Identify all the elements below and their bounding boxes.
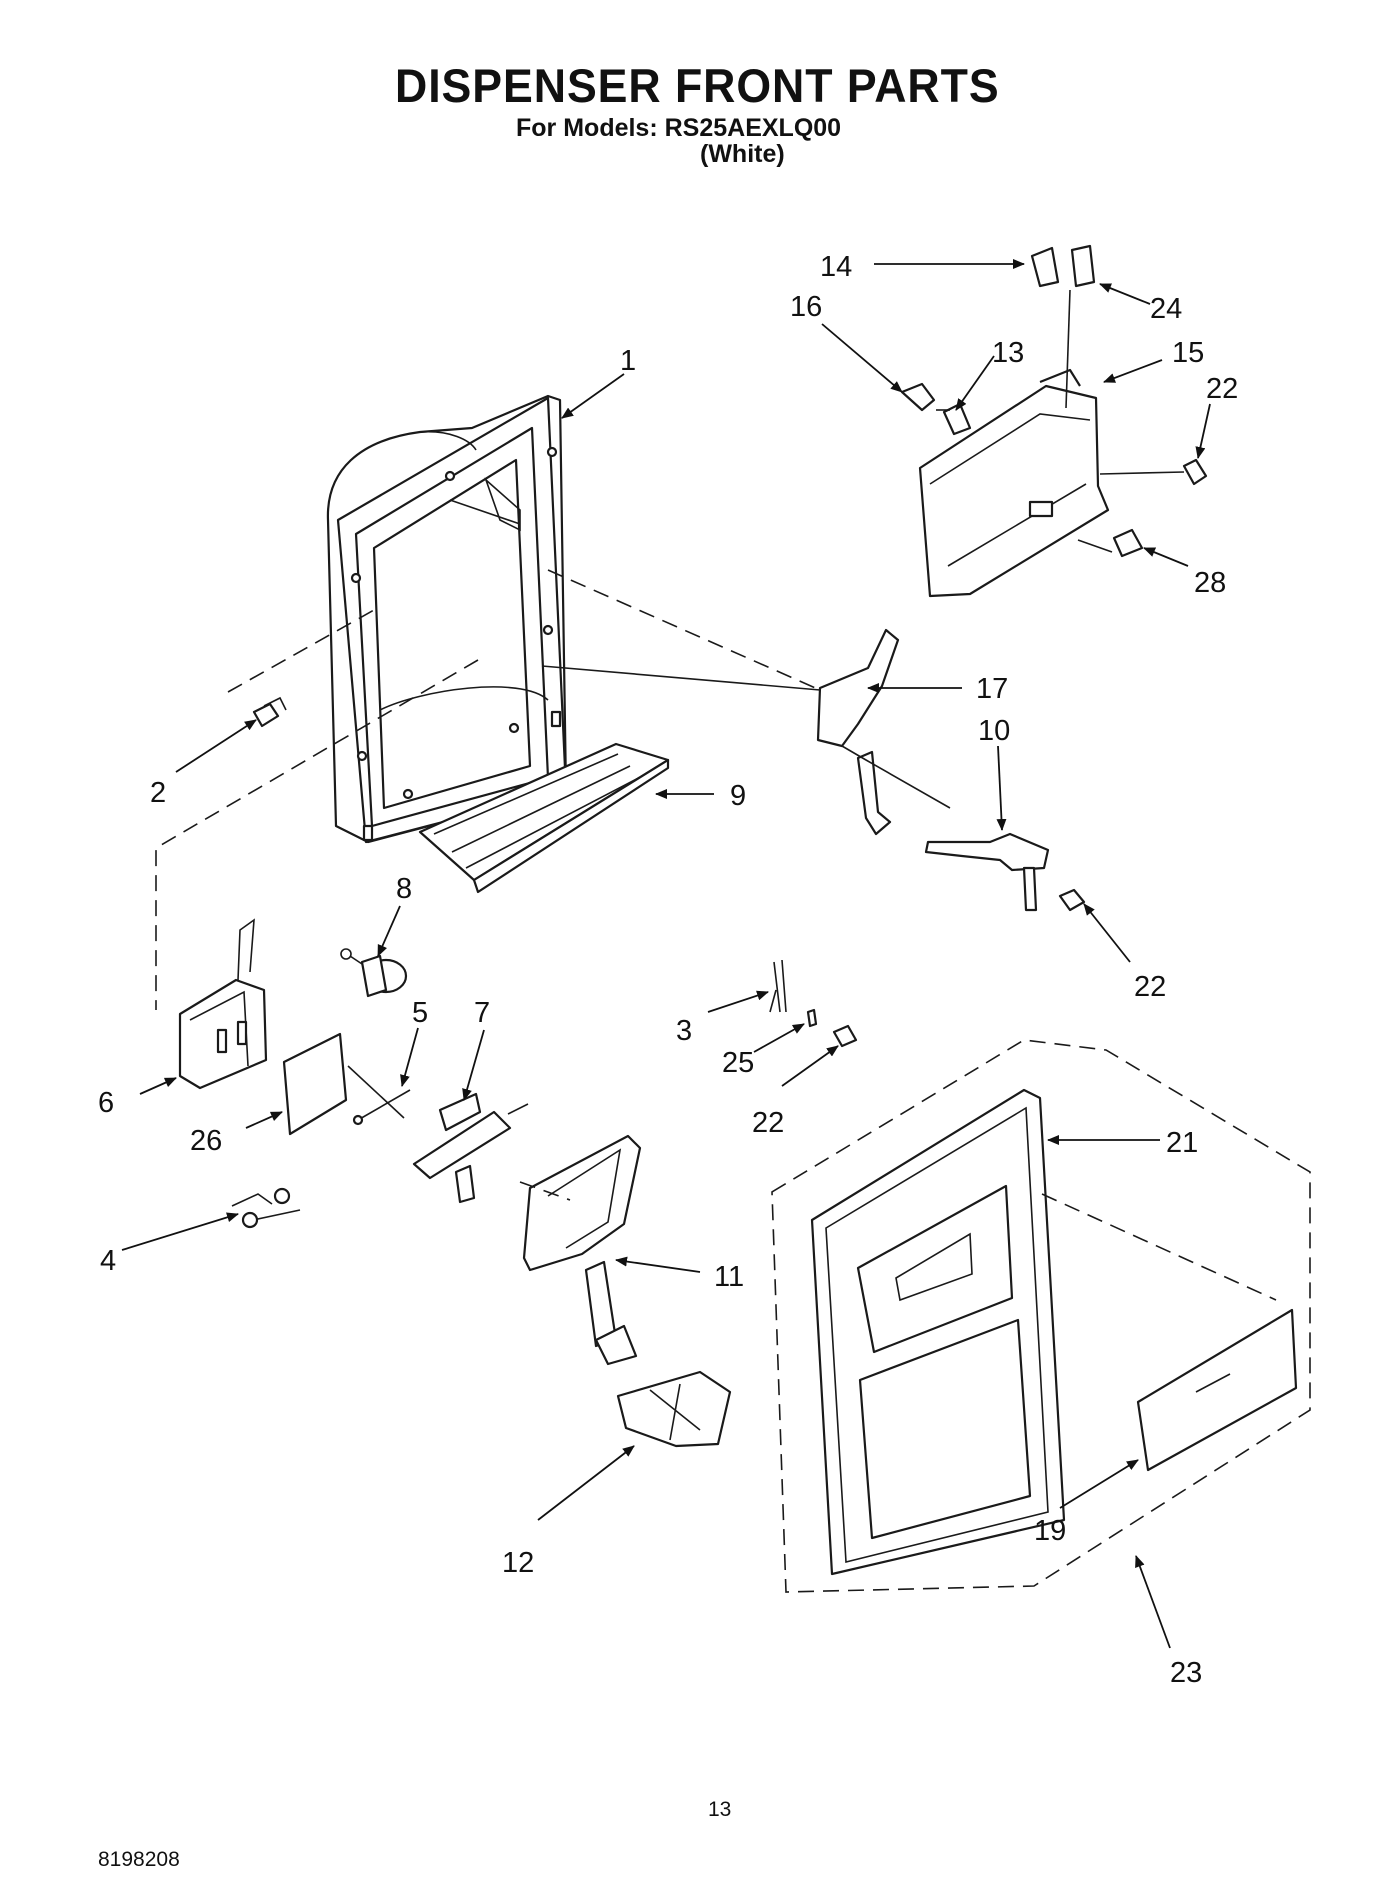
part-15-light-housing (918, 368, 1110, 598)
callout-10: 10 (978, 715, 1010, 747)
callout-3: 3 (676, 1015, 692, 1047)
callout-15: 15 (1172, 337, 1204, 369)
part-1-housing (326, 394, 568, 844)
diagram-title: DISPENSER FRONT PARTS (395, 59, 1000, 112)
part-24-plate (1070, 244, 1096, 288)
callout-19: 19 (1034, 1515, 1066, 1547)
part-22-screw-mid (832, 1024, 858, 1048)
document-number: 8198208 (98, 1848, 180, 1871)
part-13-socket (942, 402, 972, 436)
callout-4: 4 (100, 1245, 116, 1277)
callout-6: 6 (98, 1087, 114, 1119)
callout-11: 11 (714, 1261, 744, 1293)
part-8-solenoid (340, 948, 408, 998)
callout-labels: 1 2 3 4 5 6 7 8 9 10 11 12 13 14 15 16 1… (98, 251, 1238, 1689)
part-14-switch (1030, 246, 1060, 288)
part-16-bulb (900, 382, 936, 412)
part-5-pin (352, 1089, 411, 1126)
part-25-shim (806, 1008, 818, 1028)
part-11-ice-lever (522, 1134, 642, 1366)
callout-9: 9 (730, 780, 746, 812)
callout-28: 28 (1194, 567, 1226, 599)
part-19-control-overlay (1136, 1308, 1298, 1472)
callout-16: 16 (790, 291, 822, 323)
part-22-screw-top (1182, 458, 1208, 486)
callout-13: 13 (992, 337, 1024, 369)
part-10-actuator (924, 832, 1050, 912)
part-2-screw (252, 696, 287, 728)
color-note: (White) (700, 140, 785, 168)
part-23-assembly-outline (771, 1039, 1311, 1593)
part-21-front-panel (810, 1088, 1066, 1576)
callout-26: 26 (190, 1125, 222, 1157)
page-number: 13 (708, 1798, 732, 1821)
callout-22-top: 22 (1206, 373, 1238, 405)
leader-arrows (121, 259, 1211, 1649)
callout-17: 17 (976, 673, 1008, 705)
part-7-actuator (412, 1092, 529, 1204)
callout-14: 14 (820, 251, 852, 283)
part-17-water-lever (816, 628, 951, 836)
callout-23: 23 (1170, 1657, 1202, 1689)
assembly-lines (155, 289, 1277, 1301)
callout-8: 8 (396, 873, 412, 905)
part-28-clip (1112, 528, 1144, 558)
part-9-drip-tray (418, 742, 670, 894)
callout-5: 5 (412, 997, 428, 1029)
part-4-springs (231, 1187, 301, 1229)
models-label: For Models: RS25AEXLQ00 (516, 114, 842, 142)
callout-24: 24 (1150, 293, 1182, 325)
part-22-screw-right (1058, 888, 1086, 912)
callout-22-right: 22 (1134, 971, 1166, 1003)
callout-2: 2 (150, 777, 166, 809)
part-6-module (178, 918, 268, 1090)
callout-1: 1 (620, 345, 636, 377)
callout-21: 21 (1166, 1127, 1198, 1159)
callout-12: 12 (502, 1547, 534, 1579)
callout-25: 25 (722, 1047, 754, 1079)
part-26-pad (282, 1032, 348, 1136)
part-3-spring-clip (769, 959, 787, 1013)
callout-22-mid: 22 (752, 1107, 784, 1139)
part-12-chute-cup (616, 1370, 732, 1448)
callout-7: 7 (474, 997, 490, 1029)
